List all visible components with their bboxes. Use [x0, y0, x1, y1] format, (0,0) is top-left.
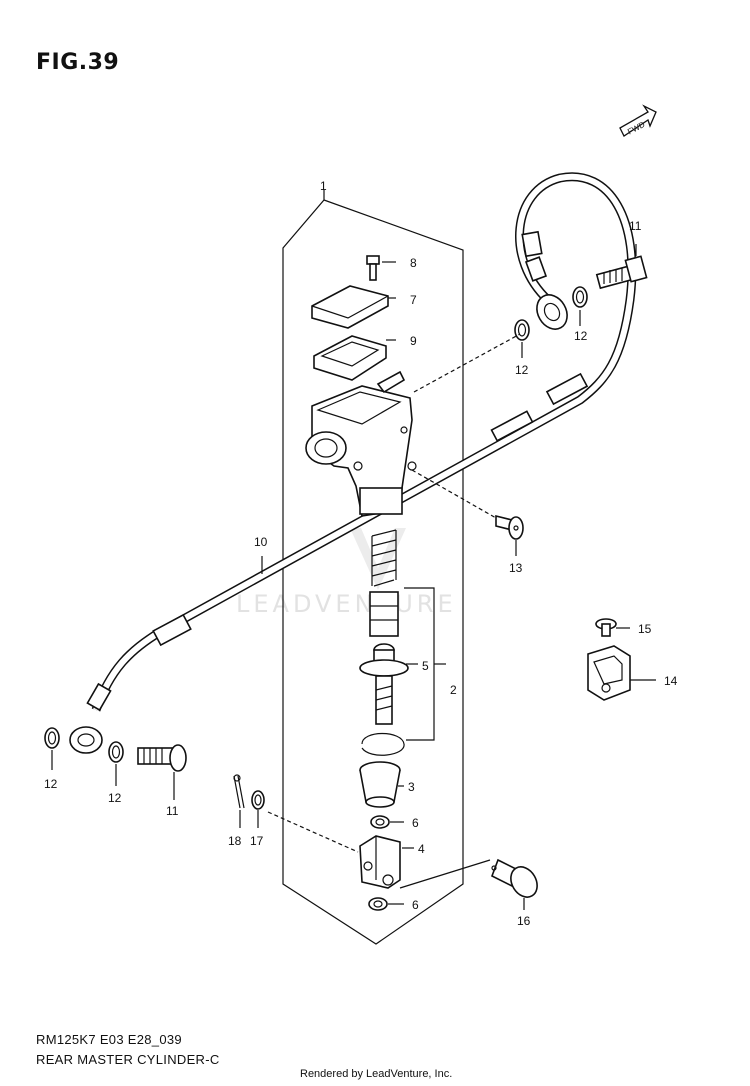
callout-9: 9	[410, 334, 417, 348]
dust-boot	[359, 761, 401, 808]
watermark-logo-icon	[350, 528, 406, 590]
cotter-pin	[233, 775, 245, 809]
bottom-banjo-fitting	[69, 726, 103, 754]
reservoir-cap-bolt	[366, 255, 380, 281]
callout-17: 17	[250, 834, 264, 848]
callout-12-lower-mid: 12	[108, 791, 122, 805]
callout-15: 15	[638, 622, 652, 636]
callout-14: 14	[664, 674, 678, 688]
callout-13: 13	[509, 561, 523, 575]
banjo-bolt-top	[595, 255, 648, 290]
banjo-bolt-bottom	[137, 744, 187, 772]
clevis	[359, 835, 401, 889]
reservoir-cap	[311, 285, 389, 329]
callout-2: 2	[450, 683, 457, 697]
callout-12-lower-left: 12	[44, 777, 58, 791]
callout-6-upper: 6	[412, 816, 419, 830]
fwd-arrow-icon: FWD	[619, 104, 657, 137]
callout-3: 3	[408, 780, 415, 794]
washer-bottom-left	[44, 727, 60, 749]
top-banjo-fitting	[536, 294, 568, 330]
model-code: RM125K7 E03 E28_039	[36, 1032, 182, 1047]
render-credit: Rendered by LeadVenture, Inc.	[300, 1068, 453, 1080]
watermark-text: LEADVENTURE	[236, 590, 457, 618]
callout-11-bottom: 11	[166, 804, 179, 818]
figure-title: FIG.39	[36, 50, 120, 75]
callout-12-upper-mid: 12	[515, 363, 529, 377]
callout-10: 10	[254, 535, 268, 549]
callout-11-top: 11	[629, 219, 642, 233]
callout-8: 8	[410, 256, 417, 270]
callout-12-upper-right: 12	[574, 329, 588, 343]
callout-18: 18	[228, 834, 242, 848]
callout-4: 4	[418, 842, 425, 856]
assembly-outline	[282, 199, 464, 945]
watermark: LEADVENTURE	[236, 528, 457, 618]
push-rod	[359, 643, 409, 725]
washer-top-right	[572, 286, 588, 308]
nut-lower	[368, 897, 388, 911]
callout-6-lower: 6	[412, 898, 419, 912]
callout-16: 16	[517, 914, 531, 928]
circlip	[361, 733, 405, 756]
washer-bottom-mid	[108, 741, 124, 763]
diagram-caption: REAR MASTER CYLINDER-C	[36, 1052, 220, 1067]
master-cylinder-body	[305, 370, 417, 517]
callout-1: 1	[320, 179, 327, 193]
clevis-pin	[490, 858, 538, 898]
callout-7: 7	[410, 293, 417, 307]
washer-17	[251, 790, 265, 810]
hose-clamp	[587, 645, 631, 701]
piston	[369, 591, 399, 637]
nut-upper	[370, 815, 390, 829]
clamp-screw	[595, 618, 617, 637]
screw-13	[495, 514, 524, 540]
callout-5: 5	[422, 659, 429, 673]
washer-top-mid	[514, 319, 530, 341]
piston-spring	[371, 529, 397, 587]
